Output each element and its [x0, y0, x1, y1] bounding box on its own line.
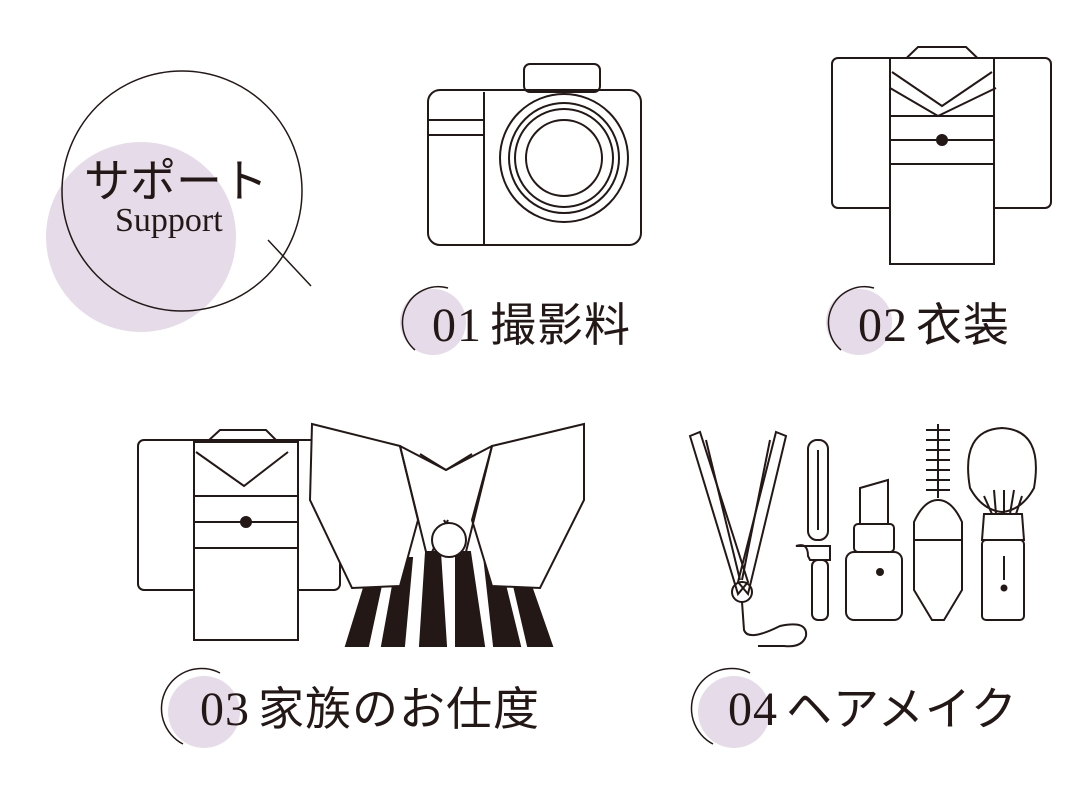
item-number: 04 — [728, 683, 778, 736]
item-number: 01 — [432, 299, 482, 352]
item-number: 03 — [200, 683, 250, 736]
item-title: 衣装 — [916, 298, 1010, 352]
item-number: 02 — [858, 299, 908, 352]
item-title: 家族のお仕度 — [258, 682, 540, 736]
accent-circle-04 — [698, 676, 770, 748]
item-title: ヘアメイク — [786, 682, 1018, 736]
badge-pointer-line — [267, 239, 312, 287]
badge-outline-circle — [61, 70, 303, 312]
accent-arc-02 — [827, 285, 875, 351]
accent-arc-04 — [690, 667, 751, 745]
accent-circle-03 — [168, 676, 240, 748]
badge-title: サポート — [84, 154, 268, 208]
badge-fill-circle — [46, 142, 236, 332]
badge-subtitle: Support — [115, 202, 223, 239]
item-title: 撮影料 — [490, 298, 631, 352]
accent-arc-03 — [160, 667, 221, 745]
accent-circle-01 — [400, 289, 466, 355]
accent-arc-01 — [401, 285, 449, 351]
accent-circle-02 — [826, 289, 892, 355]
